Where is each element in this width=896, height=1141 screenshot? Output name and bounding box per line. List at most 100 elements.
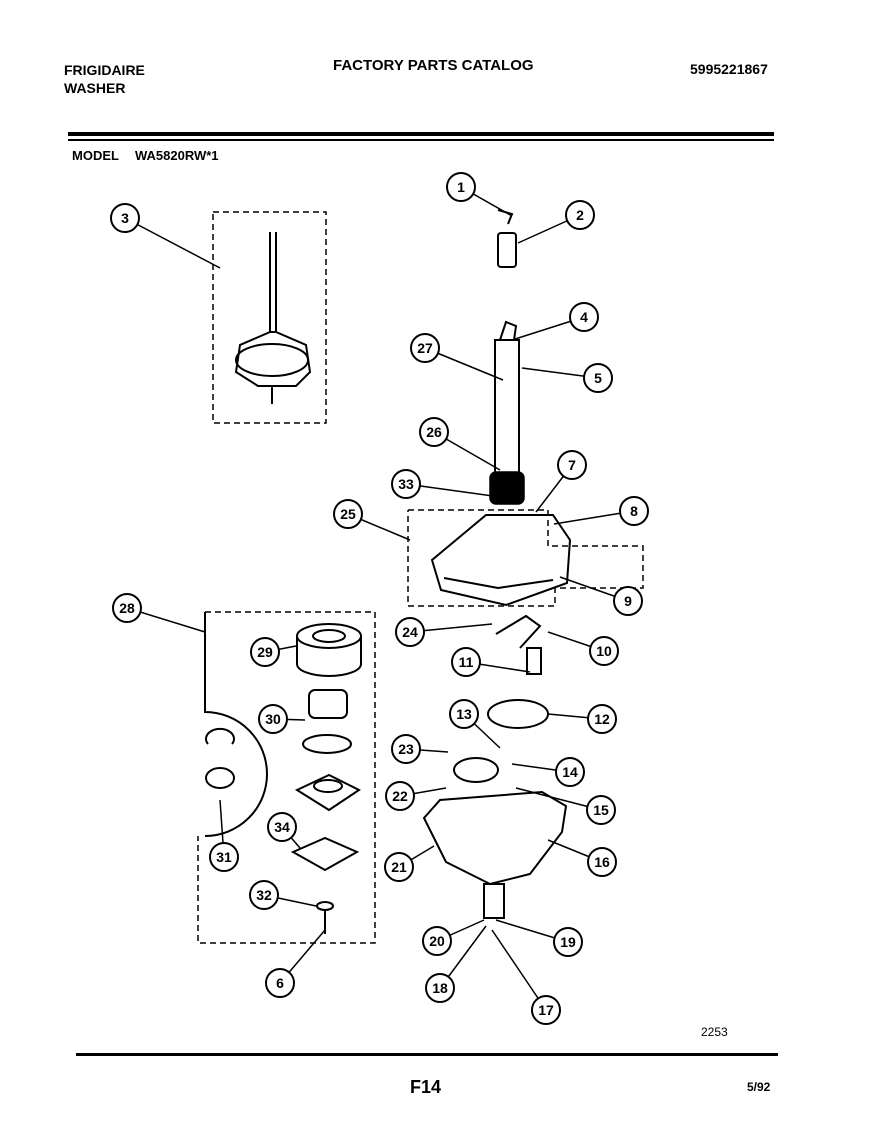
callout-number: 31 (216, 849, 232, 865)
callout-21: 21 (384, 852, 414, 882)
callout-30: 30 (258, 704, 288, 734)
callout-circle (110, 203, 140, 233)
callout-26: 26 (419, 417, 449, 447)
callout-circle (249, 880, 279, 910)
callout-20: 20 (422, 926, 452, 956)
callout-circle (422, 926, 452, 956)
callout-circle (265, 968, 295, 998)
callout-circle (555, 757, 585, 787)
main-gear-12 (487, 699, 549, 729)
callout-number: 21 (391, 859, 407, 875)
callout-7: 7 (557, 450, 587, 480)
callout-25: 25 (333, 499, 363, 529)
page-number: F14 (410, 1077, 442, 1097)
callout-circle (250, 637, 280, 667)
crank-11 (526, 647, 542, 675)
callout-circle (587, 847, 617, 877)
callout-circle (258, 704, 288, 734)
callout-number: 11 (459, 654, 474, 670)
callout-number: 16 (594, 854, 610, 870)
callout-number: 20 (429, 933, 445, 949)
callout-circle (449, 699, 479, 729)
callout-number: 7 (568, 457, 576, 473)
callout-22: 22 (385, 781, 415, 811)
callout-34: 34 (267, 812, 297, 842)
callout-33: 33 (391, 469, 421, 499)
spring-30 (308, 689, 348, 719)
callout-23: 23 (391, 734, 421, 764)
callout-15: 15 (586, 795, 616, 825)
callout-number: 29 (257, 644, 273, 660)
callout-number: 30 (265, 711, 281, 727)
callout-27: 27 (410, 333, 440, 363)
callout-number: 26 (426, 424, 442, 440)
callout-number: 23 (398, 741, 414, 757)
callout-number: 4 (580, 309, 588, 325)
callout-circle (553, 927, 583, 957)
drive-pulley (483, 883, 505, 919)
callout-circle (385, 781, 415, 811)
callout-number: 10 (596, 643, 612, 659)
brand-name: FRIGIDAIRE WASHER (64, 61, 145, 97)
callout-circle (425, 973, 455, 1003)
callout-1: 1 (446, 172, 476, 202)
gear-case-cover (430, 514, 572, 607)
callout-6: 6 (265, 968, 295, 998)
snap-ring (205, 727, 235, 745)
callout-32: 32 (249, 880, 279, 910)
agitator-base (234, 331, 312, 387)
callout-circle (613, 586, 643, 616)
callout-number: 25 (340, 506, 356, 522)
callout-12: 12 (587, 704, 617, 734)
callout-circle (112, 593, 142, 623)
callout-10: 10 (589, 636, 619, 666)
pinion-24 (495, 614, 542, 649)
callouts: 1234527267338259282410291112133023142215… (110, 172, 649, 1025)
callout-circle (391, 734, 421, 764)
callout-18: 18 (425, 973, 455, 1003)
leader-line-17 (491, 929, 547, 1011)
callout-29: 29 (250, 637, 280, 667)
spline-bushing (489, 471, 525, 505)
callout-circle (565, 200, 595, 230)
callout-circle (391, 469, 421, 499)
header-rule-thick (68, 132, 774, 136)
bushing-2 (497, 232, 517, 268)
callout-circle (557, 450, 587, 480)
callout-number: 9 (624, 593, 632, 609)
callout-circle (583, 363, 613, 393)
callout-number: 1 (457, 179, 465, 195)
callout-circle (333, 499, 363, 529)
seal-seat (294, 773, 361, 812)
leader-line-3 (124, 217, 221, 269)
callout-13: 13 (449, 699, 479, 729)
callout-number: 17 (538, 1002, 554, 1018)
callout-number: 33 (398, 476, 414, 492)
header-rule-thin (68, 139, 774, 141)
o-ring (302, 734, 352, 754)
callout-number: 5 (594, 370, 602, 386)
callout-circle (619, 496, 649, 526)
callout-leaders (124, 186, 635, 1011)
footer-rule (76, 1053, 778, 1056)
callout-3: 3 (110, 203, 140, 233)
callout-circle (267, 812, 297, 842)
assembly-box-3 (212, 211, 327, 424)
callout-5: 5 (583, 363, 613, 393)
callout-number: 32 (256, 887, 272, 903)
callout-24: 24 (395, 617, 425, 647)
callout-number: 3 (121, 210, 129, 226)
brand-line-2: WASHER (64, 80, 126, 96)
seal-29 (296, 623, 362, 649)
washer-32 (316, 901, 334, 911)
pinion-gear-23 (453, 757, 499, 783)
callout-14: 14 (555, 757, 585, 787)
callout-circle (384, 852, 414, 882)
callout-number: 12 (594, 711, 610, 727)
callout-2: 2 (565, 200, 595, 230)
callout-circle (419, 417, 449, 447)
callout-circle (589, 636, 619, 666)
bearing-31 (205, 767, 235, 789)
